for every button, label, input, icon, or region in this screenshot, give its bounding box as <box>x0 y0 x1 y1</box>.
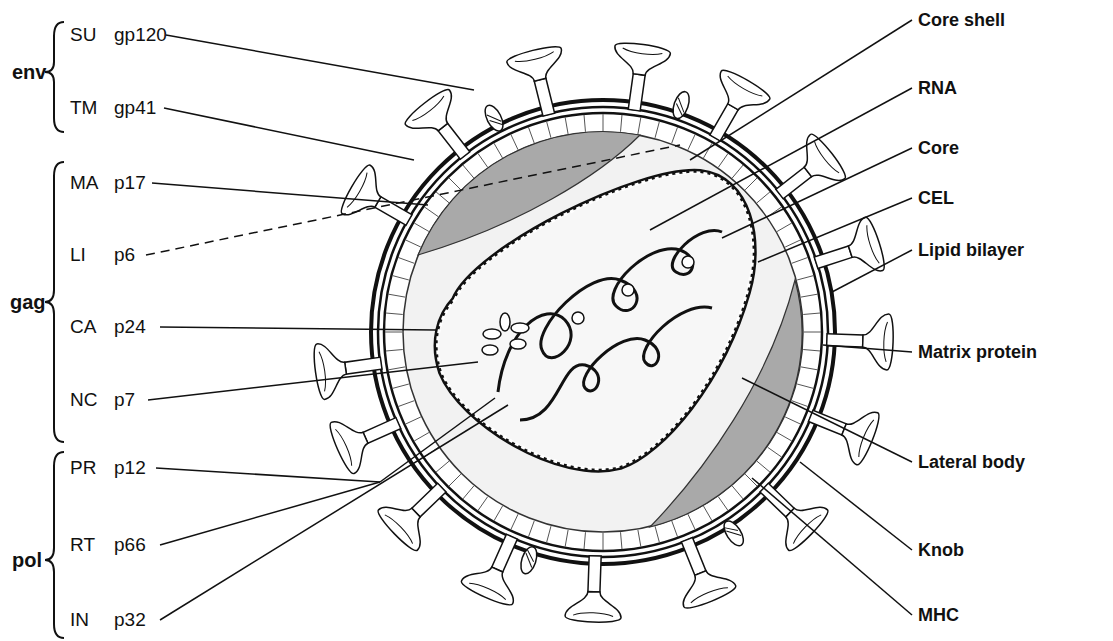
protein-abbreviation: IN <box>70 609 89 631</box>
part-label: Core <box>918 138 959 159</box>
gene-name: env <box>12 61 46 84</box>
protein-name: p66 <box>114 534 146 556</box>
protein-name: gp41 <box>114 97 156 119</box>
protein-abbreviation: NC <box>70 389 97 411</box>
part-label: Knob <box>918 540 964 561</box>
part-label: Lateral body <box>918 452 1025 473</box>
protein-abbreviation: TM <box>70 97 97 119</box>
protein-name: p32 <box>114 609 146 631</box>
gene-name: gag <box>10 291 46 314</box>
protein-name: p7 <box>114 389 135 411</box>
protein-name: p24 <box>114 316 146 338</box>
protein-abbreviation: LI <box>70 244 86 266</box>
part-label: Lipid bilayer <box>918 240 1024 261</box>
protein-name: p6 <box>114 244 135 266</box>
part-label: Core shell <box>918 10 1005 31</box>
protein-abbreviation: RT <box>70 534 95 556</box>
protein-abbreviation: SU <box>70 24 96 46</box>
part-label: Matrix protein <box>918 342 1037 363</box>
protein-name: gp120 <box>114 24 167 46</box>
gene-name: pol <box>12 549 42 572</box>
part-label: CEL <box>918 188 954 209</box>
brace <box>45 22 64 638</box>
protein-abbreviation: PR <box>70 457 96 479</box>
protein-abbreviation: CA <box>70 316 96 338</box>
part-label: MHC <box>918 605 959 626</box>
protein-name: p12 <box>114 457 146 479</box>
protein-name: p17 <box>114 172 146 194</box>
protein-abbreviation: MA <box>70 172 99 194</box>
part-label: RNA <box>918 78 957 99</box>
